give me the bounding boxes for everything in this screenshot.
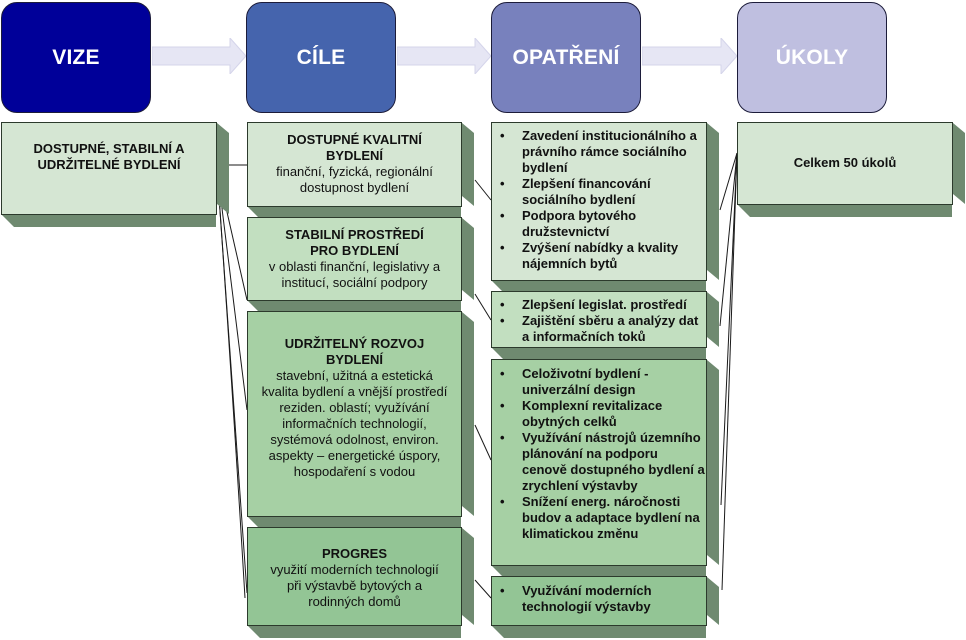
connector-line bbox=[719, 152, 738, 327]
goal-title: STABILNÍ PROSTŘEDÍ PRO BYDLENÍ bbox=[285, 227, 424, 258]
measures-list: Zavedení institucionálního a právního rá… bbox=[492, 128, 706, 272]
header-opatreni: OPATŘENÍ bbox=[491, 2, 641, 113]
measure-item: Zlepšení legislat. prostředí bbox=[492, 297, 706, 313]
header-opatreni-label: OPATŘENÍ bbox=[512, 45, 620, 69]
vision-box: DOSTUPNÉ, STABILNÍ A UDRŽITELNÉ BYDLENÍ bbox=[1, 122, 217, 215]
goal-box: DOSTUPNÉ KVALITNÍ BYDLENÍ finanční, fyzi… bbox=[247, 122, 462, 207]
measures-box: Zavedení institucionálního a právního rá… bbox=[491, 122, 707, 281]
header-vize-label: VIZE bbox=[52, 45, 100, 69]
measures-list: Využívání moderních technologií výstavby bbox=[492, 583, 706, 615]
connector-line bbox=[474, 424, 492, 461]
measure-item: Zlepšení financování sociálního bydlení bbox=[492, 176, 706, 208]
measures-box: Celoživotní bydlení - univerzální design… bbox=[491, 359, 707, 566]
tasks-box: Celkem 50 úkolů bbox=[737, 122, 953, 205]
goal-text: v oblasti finanční, legislativy a instit… bbox=[268, 259, 441, 290]
vision-title: DOSTUPNÉ, STABILNÍ A UDRŽITELNÉ BYDLENÍ bbox=[33, 141, 185, 172]
measure-item: Zavedení institucionálního a právního rá… bbox=[492, 128, 706, 176]
header-vize: VIZE bbox=[1, 2, 151, 113]
measures-list: Zlepšení legislat. prostředí Zajištění s… bbox=[492, 297, 706, 345]
goal-text: stavební, užitná a estetická kvalita byd… bbox=[261, 368, 448, 479]
goal-box: PROGRES využití moderních technologií př… bbox=[247, 527, 462, 626]
connector-line bbox=[474, 179, 492, 201]
measure-item: Zvýšení nabídky a kvality nájemních bytů bbox=[492, 240, 706, 272]
goal-text: využití moderních technologií při výstav… bbox=[270, 562, 439, 609]
measures-list: Celoživotní bydlení - univerzální design… bbox=[492, 366, 706, 542]
goal-box: UDRŽITELNÝ ROZVOJ BYDLENÍ stavební, užit… bbox=[247, 311, 462, 517]
goal-text: finanční, fyzická, regionální dostupnost… bbox=[276, 164, 433, 195]
connector-line bbox=[216, 167, 246, 599]
header-cile-label: CÍLE bbox=[296, 45, 346, 69]
measures-box: Zlepšení legislat. prostředí Zajištění s… bbox=[491, 291, 707, 348]
measure-item: Využívání nástrojů územního plánování na… bbox=[492, 430, 706, 494]
connector-line bbox=[474, 579, 492, 599]
connector-line bbox=[721, 152, 738, 591]
header-cile: CÍLE bbox=[246, 2, 396, 113]
connector-line bbox=[216, 167, 248, 594]
header-ukoly: ÚKOLY bbox=[737, 2, 887, 113]
connector-line bbox=[720, 152, 738, 506]
measure-item: Podpora bytového družstevnictví bbox=[492, 208, 706, 240]
measure-item: Snížení energ. náročnosti budov a adapta… bbox=[492, 494, 706, 542]
goal-title: DOSTUPNÉ KVALITNÍ BYDLENÍ bbox=[287, 132, 422, 163]
arrow-right-icon bbox=[397, 38, 491, 74]
arrow-right-icon bbox=[152, 38, 246, 74]
goal-box: STABILNÍ PROSTŘEDÍ PRO BYDLENÍ v oblasti… bbox=[247, 217, 462, 301]
measures-box: Využívání moderních technologií výstavby bbox=[491, 576, 707, 626]
arrow-right-icon bbox=[642, 38, 737, 74]
measure-item: Využívání moderních technologií výstavby bbox=[492, 583, 706, 615]
connector-line bbox=[474, 293, 492, 321]
tasks-total: Celkem 50 úkolů bbox=[793, 155, 897, 170]
measure-item: Komplexní revitalizace obytných celků bbox=[492, 398, 706, 430]
connector-line bbox=[719, 152, 738, 211]
measure-item: Zajištění sběru a analýzy dat a informač… bbox=[492, 313, 706, 345]
header-ukoly-label: ÚKOLY bbox=[775, 45, 849, 69]
goal-title: PROGRES bbox=[321, 546, 387, 561]
goal-title: UDRŽITELNÝ ROZVOJ BYDLENÍ bbox=[284, 336, 425, 367]
measure-item: Celoživotní bydlení - univerzální design bbox=[492, 366, 706, 398]
